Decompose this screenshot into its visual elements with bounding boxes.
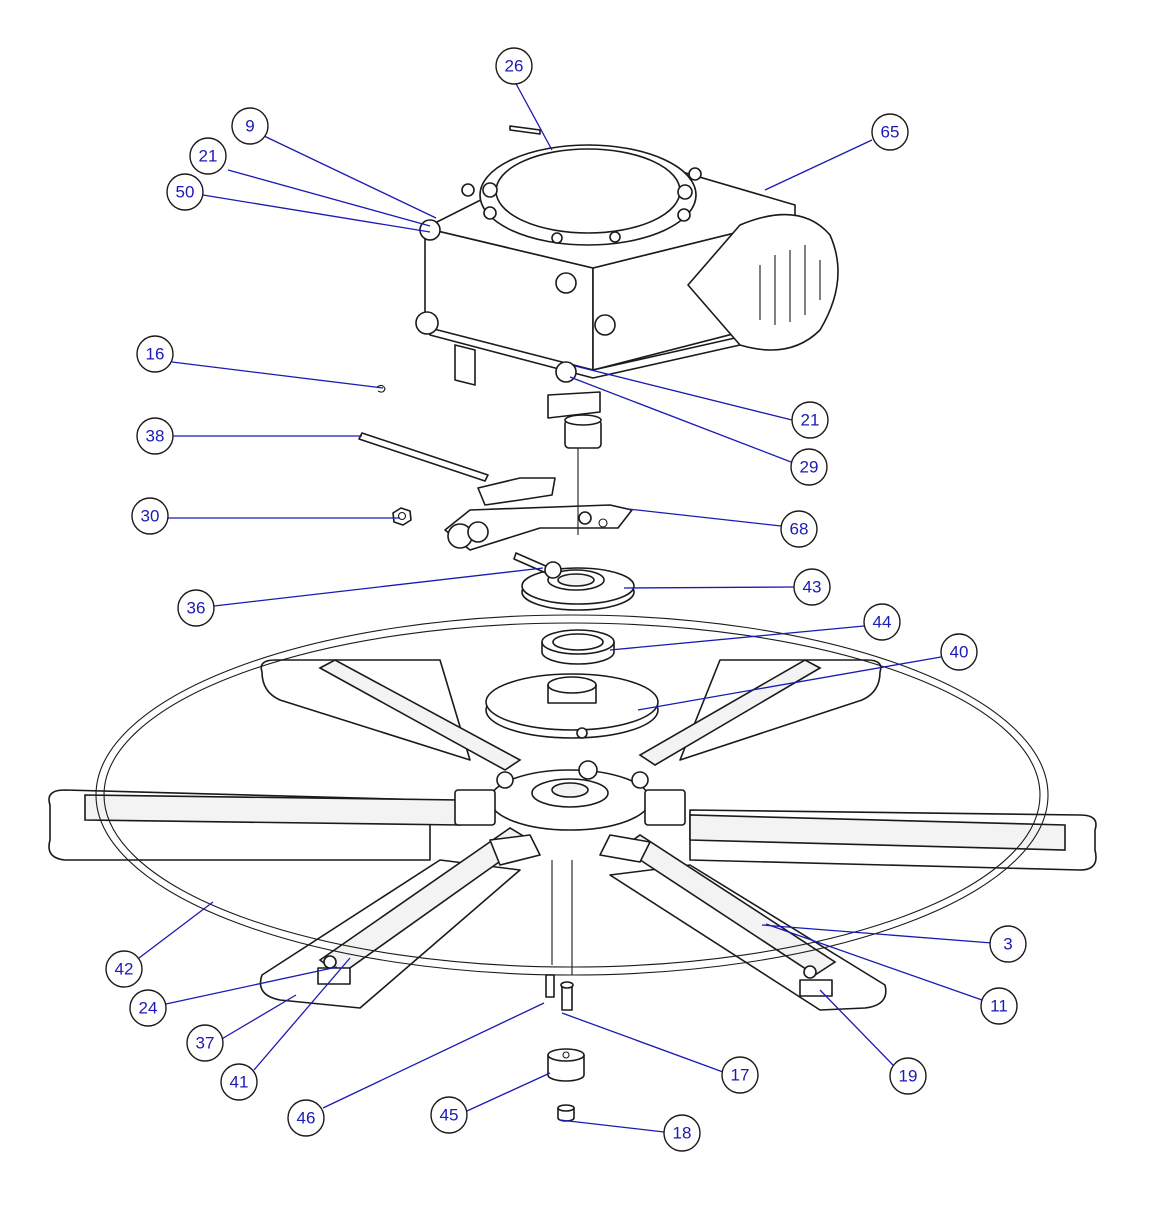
- svg-text:45: 45: [440, 1106, 459, 1125]
- svg-text:18: 18: [673, 1124, 692, 1143]
- svg-text:41: 41: [230, 1073, 249, 1092]
- callout-38: 38: [136, 417, 174, 455]
- callout-46: 46: [287, 1099, 325, 1137]
- svg-text:38: 38: [146, 427, 165, 446]
- lever-assembly: [444, 477, 633, 551]
- svg-text:50: 50: [176, 183, 195, 202]
- svg-text:3: 3: [1003, 935, 1012, 954]
- callout-11: 11: [980, 987, 1018, 1025]
- callout-50: 50: [166, 173, 204, 211]
- svg-text:30: 30: [141, 507, 160, 526]
- bearing: [541, 629, 615, 665]
- callout-45: 45: [430, 1096, 468, 1134]
- svg-text:40: 40: [950, 643, 969, 662]
- nut-30: [392, 507, 412, 526]
- callout-68: 68: [780, 510, 818, 548]
- svg-text:65: 65: [881, 123, 900, 142]
- svg-text:37: 37: [196, 1034, 215, 1053]
- svg-text:29: 29: [800, 458, 819, 477]
- svg-text:16: 16: [146, 345, 165, 364]
- svg-text:42: 42: [115, 960, 134, 979]
- pin-and-clip: [358, 384, 489, 482]
- svg-text:44: 44: [873, 613, 892, 632]
- drive-disc: [485, 673, 659, 739]
- svg-text:43: 43: [803, 578, 822, 597]
- gearbox-housing: [415, 125, 839, 419]
- shaft-coupling: [564, 414, 602, 535]
- callout-42: 42: [105, 950, 143, 988]
- callout-19: 19: [889, 1057, 927, 1095]
- callout-37: 37: [186, 1024, 224, 1062]
- svg-text:21: 21: [801, 411, 820, 430]
- callout-16: 16: [136, 335, 174, 373]
- callout-3: 3: [989, 925, 1027, 963]
- callout-18: 18: [663, 1114, 701, 1152]
- callout-36: 36: [177, 589, 215, 627]
- bottom-fasteners: [545, 974, 585, 1122]
- callout-30: 30: [131, 497, 169, 535]
- foot-pads: [317, 955, 833, 997]
- central-hub: [454, 760, 686, 975]
- svg-text:46: 46: [297, 1109, 316, 1128]
- callout-21-upper: 21: [189, 137, 227, 175]
- callout-65: 65: [871, 113, 909, 151]
- callout-41: 41: [220, 1063, 258, 1101]
- callout-26: 26: [495, 47, 533, 85]
- svg-text:26: 26: [505, 57, 524, 76]
- svg-text:21: 21: [199, 147, 218, 166]
- svg-text:17: 17: [731, 1066, 750, 1085]
- callout-44: 44: [863, 603, 901, 641]
- callout-40: 40: [940, 633, 978, 671]
- callout-9: 9: [231, 107, 269, 145]
- svg-text:36: 36: [187, 599, 206, 618]
- washer-plate: [521, 567, 635, 611]
- svg-text:11: 11: [990, 997, 1008, 1016]
- callout-21-lower: 21: [791, 401, 829, 439]
- leader-lines: [138, 79, 993, 1133]
- callout-43: 43: [793, 568, 831, 606]
- callout-17: 17: [721, 1056, 759, 1094]
- callout-29: 29: [790, 448, 828, 486]
- assembly-drawing: [48, 125, 1097, 1122]
- svg-text:24: 24: [139, 999, 158, 1018]
- callout-24: 24: [129, 989, 167, 1027]
- svg-text:19: 19: [899, 1067, 918, 1086]
- svg-text:9: 9: [245, 117, 254, 136]
- svg-text:68: 68: [790, 520, 809, 539]
